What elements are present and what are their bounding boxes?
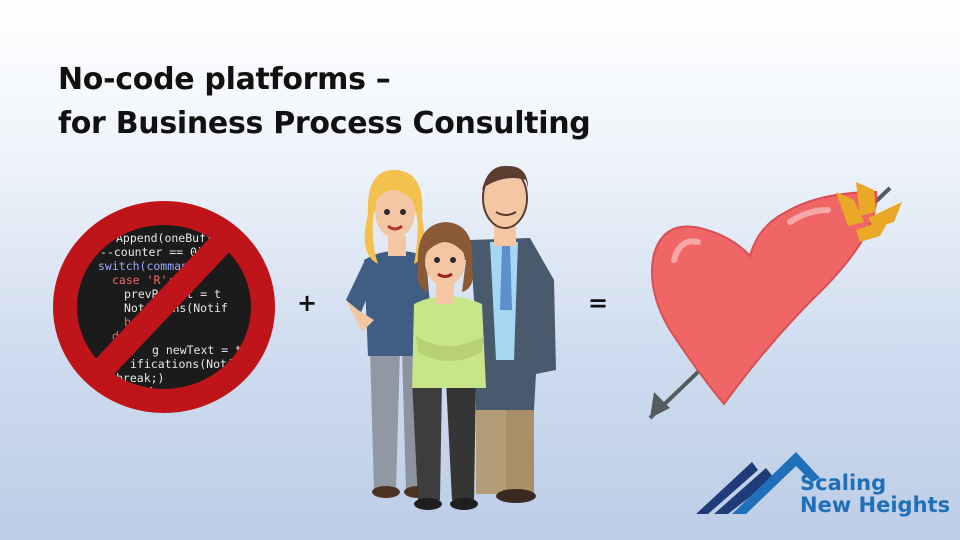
slide-title: No-code platforms – for Business Process… (58, 58, 591, 146)
heart-with-arrow-icon (648, 182, 902, 420)
arrow-fletching (836, 192, 864, 226)
logo-text-line-2: New Heights (800, 493, 951, 517)
title-line-2: for Business Process Consulting (58, 106, 591, 141)
equals-sign: = (588, 289, 609, 317)
code-line: --counter == 0) (100, 245, 204, 259)
man-figure (470, 165, 556, 503)
code-line: case 'R': (112, 273, 174, 287)
code-line: Append(oneBuff (116, 231, 213, 245)
heart-shape (651, 190, 878, 406)
code-line: break;) (116, 371, 164, 385)
code-line: ifications(Noti (130, 357, 234, 371)
logo-text-line-1: Scaling (800, 471, 887, 495)
arrow-head (650, 392, 670, 418)
brunette-woman-figure (412, 222, 486, 510)
business-team-illustration (346, 165, 556, 510)
prohibited-code-icon: Append(oneBuff --counter == 0) switch(co… (53, 201, 275, 413)
code-line: switch(commandP (98, 259, 202, 273)
mountain-logo-icon (696, 452, 820, 514)
plus-sign: + (297, 289, 318, 317)
title-line-1: No-code platforms – (58, 62, 391, 97)
code-line: g newText = te (152, 343, 249, 357)
